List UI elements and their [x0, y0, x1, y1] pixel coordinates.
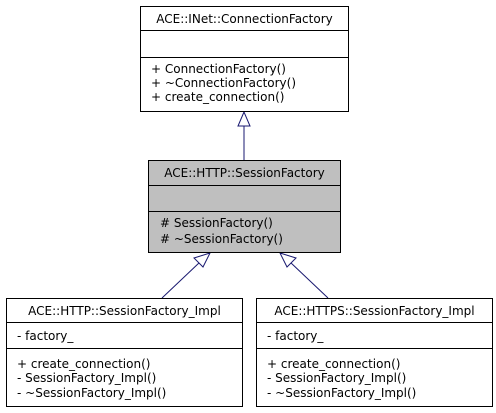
method-item: # ~SessionFactory() [160, 232, 283, 246]
edge-line [161, 261, 201, 299]
method-item: + create_connection() [267, 357, 400, 371]
method-item: + ConnectionFactory() [151, 62, 286, 76]
attribute-item: - factory_ [17, 329, 74, 343]
method-item: - ~SessionFactory_Impl() [267, 386, 416, 400]
class-box-border [256, 298, 493, 407]
class-name: ACE::INet::ConnectionFactory [156, 12, 332, 26]
inheritance-arrowhead [193, 252, 211, 268]
inheritance-edges [161, 110, 329, 299]
method-item: + create_connection() [17, 357, 150, 371]
inheritance-arrowhead [237, 110, 251, 127]
method-item: + create_connection() [151, 90, 284, 104]
inheritance-arrowhead [279, 252, 297, 268]
method-item: + ~ConnectionFactory() [151, 76, 296, 90]
class-name: ACE::HTTP::SessionFactory [164, 166, 324, 180]
class-box-https-session-factory-impl: ACE::HTTPS::SessionFactory_Impl - factor… [256, 298, 493, 407]
method-item: - ~SessionFactory_Impl() [17, 386, 166, 400]
class-box-connection-factory: ACE::INet::ConnectionFactory + Connectio… [140, 6, 349, 112]
class-name: ACE::HTTPS::SessionFactory_Impl [274, 304, 474, 318]
class-box-border [6, 298, 243, 407]
class-name: ACE::HTTP::SessionFactory_Impl [28, 304, 221, 318]
class-box-border [140, 6, 349, 112]
method-item: - SessionFactory_Impl() [17, 371, 156, 385]
method-item: - SessionFactory_Impl() [267, 371, 406, 385]
edge-line [289, 261, 329, 299]
class-box-border [148, 160, 341, 253]
class-box-http-session-factory-impl: ACE::HTTP::SessionFactory_Impl - factory… [6, 298, 243, 407]
attribute-item: - factory_ [267, 329, 324, 343]
edge-https-impl-to-session-factory [279, 252, 329, 299]
edge-http-impl-to-session-factory [161, 252, 211, 299]
method-item: # SessionFactory() [160, 216, 273, 230]
edge-session-factory-to-connection-factory [237, 110, 251, 160]
class-box-session-factory: ACE::HTTP::SessionFactory # SessionFacto… [148, 160, 341, 253]
